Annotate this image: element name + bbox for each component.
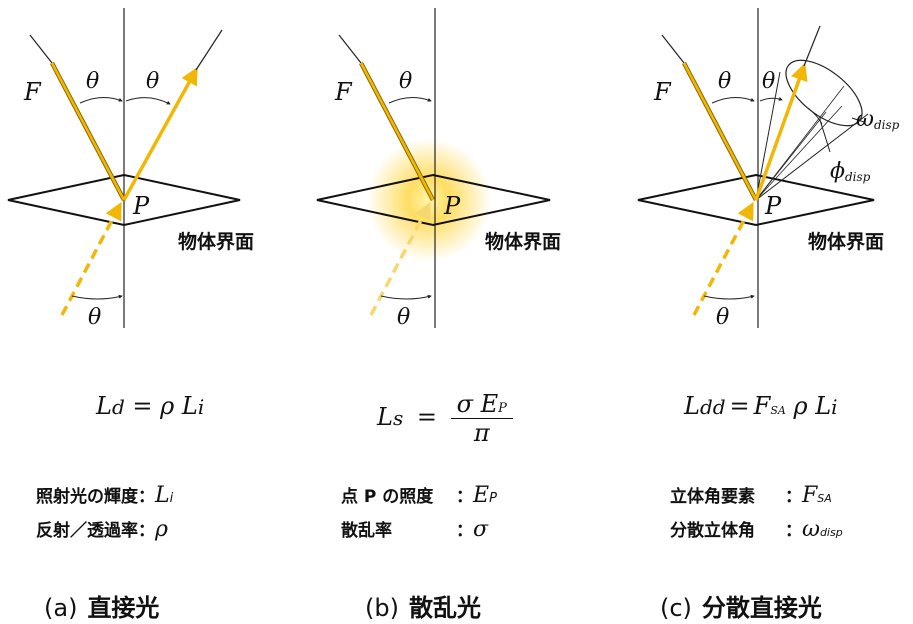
theta-arc-right xyxy=(759,96,783,102)
panel-direct-light: F θ θ θ P 物体界面 Ld = ρ Li 照射光の輝度：Li 反射／透過… xyxy=(0,0,300,624)
definition-row: 照射光の輝度：Li xyxy=(36,483,174,508)
dispersed-ray-thin xyxy=(803,25,821,67)
caption-scattered: (b)散乱光 xyxy=(365,594,481,622)
theta-arc-bottom xyxy=(71,294,123,300)
transmitted-ray-dashed xyxy=(692,201,754,316)
interface-plane xyxy=(7,173,241,227)
theta-arc-left xyxy=(79,97,123,104)
direct-light-diagram: F θ θ θ P 物体界面 xyxy=(7,8,254,330)
cone-inner-line-3 xyxy=(755,105,843,201)
caption-dispersed: (c)分散直接光 xyxy=(660,594,822,622)
formula-dispersed: Ldd=FSA ρ Li xyxy=(684,392,838,420)
label-theta-bottom: θ xyxy=(88,305,101,330)
label-theta-bottom: θ xyxy=(397,305,410,330)
panel-scattered-light: F θ θ P 物体界面 Ls = σ EP π 点 P の照度：EP 散乱率：… xyxy=(305,0,605,624)
label-interface: 物体界面 xyxy=(808,230,884,253)
definition-row: 点 P の照度：EP xyxy=(341,483,497,508)
cone-edge-right xyxy=(755,113,869,201)
label-theta-bottom: θ xyxy=(716,305,729,330)
incident-ray-thin xyxy=(29,34,53,64)
panel-dispersed-direct-light: F θ θ θ ωdisp ϕdisp P 物体界面 Ldd=FSA ρ Li … xyxy=(612,0,913,624)
definition-row: 分散立体角：ωdisp xyxy=(670,517,843,542)
interface-plane xyxy=(637,173,875,227)
label-interface: 物体界面 xyxy=(485,230,561,253)
interface-plane xyxy=(316,173,551,227)
label-phi: ϕdisp xyxy=(830,159,871,184)
incident-ray-thin xyxy=(661,34,685,64)
label-P: P xyxy=(764,192,782,220)
label-theta-right: θ xyxy=(146,69,159,94)
fraction: σ EP π xyxy=(450,390,513,447)
scatter-glow xyxy=(367,138,491,262)
scattered-light-diagram: F θ θ P 物体界面 xyxy=(316,8,561,330)
formula-direct: Ld = ρ Li xyxy=(96,392,205,420)
incident-ray-thin xyxy=(338,34,362,64)
reflected-ray-thin xyxy=(195,29,223,71)
definition-row: 立体角要素：FSA xyxy=(670,483,832,508)
transmitted-ray-dashed xyxy=(60,201,122,316)
label-theta-left: θ xyxy=(718,69,731,94)
phi-leader xyxy=(819,119,831,153)
label-interface: 物体界面 xyxy=(178,230,254,253)
caption-direct: (a)直接光 xyxy=(44,594,160,622)
label-F: F xyxy=(334,78,353,106)
theta-arc-top xyxy=(388,97,432,104)
label-P: P xyxy=(132,192,150,220)
label-omega: ωdisp xyxy=(856,107,900,132)
theta-arc-bottom xyxy=(703,294,755,300)
label-P: P xyxy=(443,192,461,220)
label-F: F xyxy=(653,78,672,106)
transmitted-ray-dashed xyxy=(369,201,431,316)
theta-arc-right xyxy=(125,97,171,105)
label-theta-right: θ xyxy=(762,69,775,94)
label-F: F xyxy=(23,78,42,106)
theta-arc-left xyxy=(711,97,755,104)
cone-edge-left xyxy=(755,71,781,201)
dispersed-ray xyxy=(754,62,808,201)
numerator: σ EP xyxy=(450,390,513,419)
cone-inner-line-2 xyxy=(755,111,827,201)
dispersed-light-diagram: F θ θ θ ωdisp ϕdisp P 物体界面 xyxy=(637,8,900,330)
formula-scattered: Ls = σ EP π xyxy=(377,390,513,447)
theta-arc-bottom xyxy=(380,294,432,300)
omega-leader xyxy=(851,117,865,123)
label-theta-left: θ xyxy=(86,69,99,94)
definition-row: 散乱率：σ xyxy=(341,517,489,542)
definition-row: 反射／透過率：ρ xyxy=(36,517,168,542)
denominator: π xyxy=(473,419,490,447)
reflected-ray xyxy=(122,66,198,201)
label-theta-top: θ xyxy=(399,69,412,94)
